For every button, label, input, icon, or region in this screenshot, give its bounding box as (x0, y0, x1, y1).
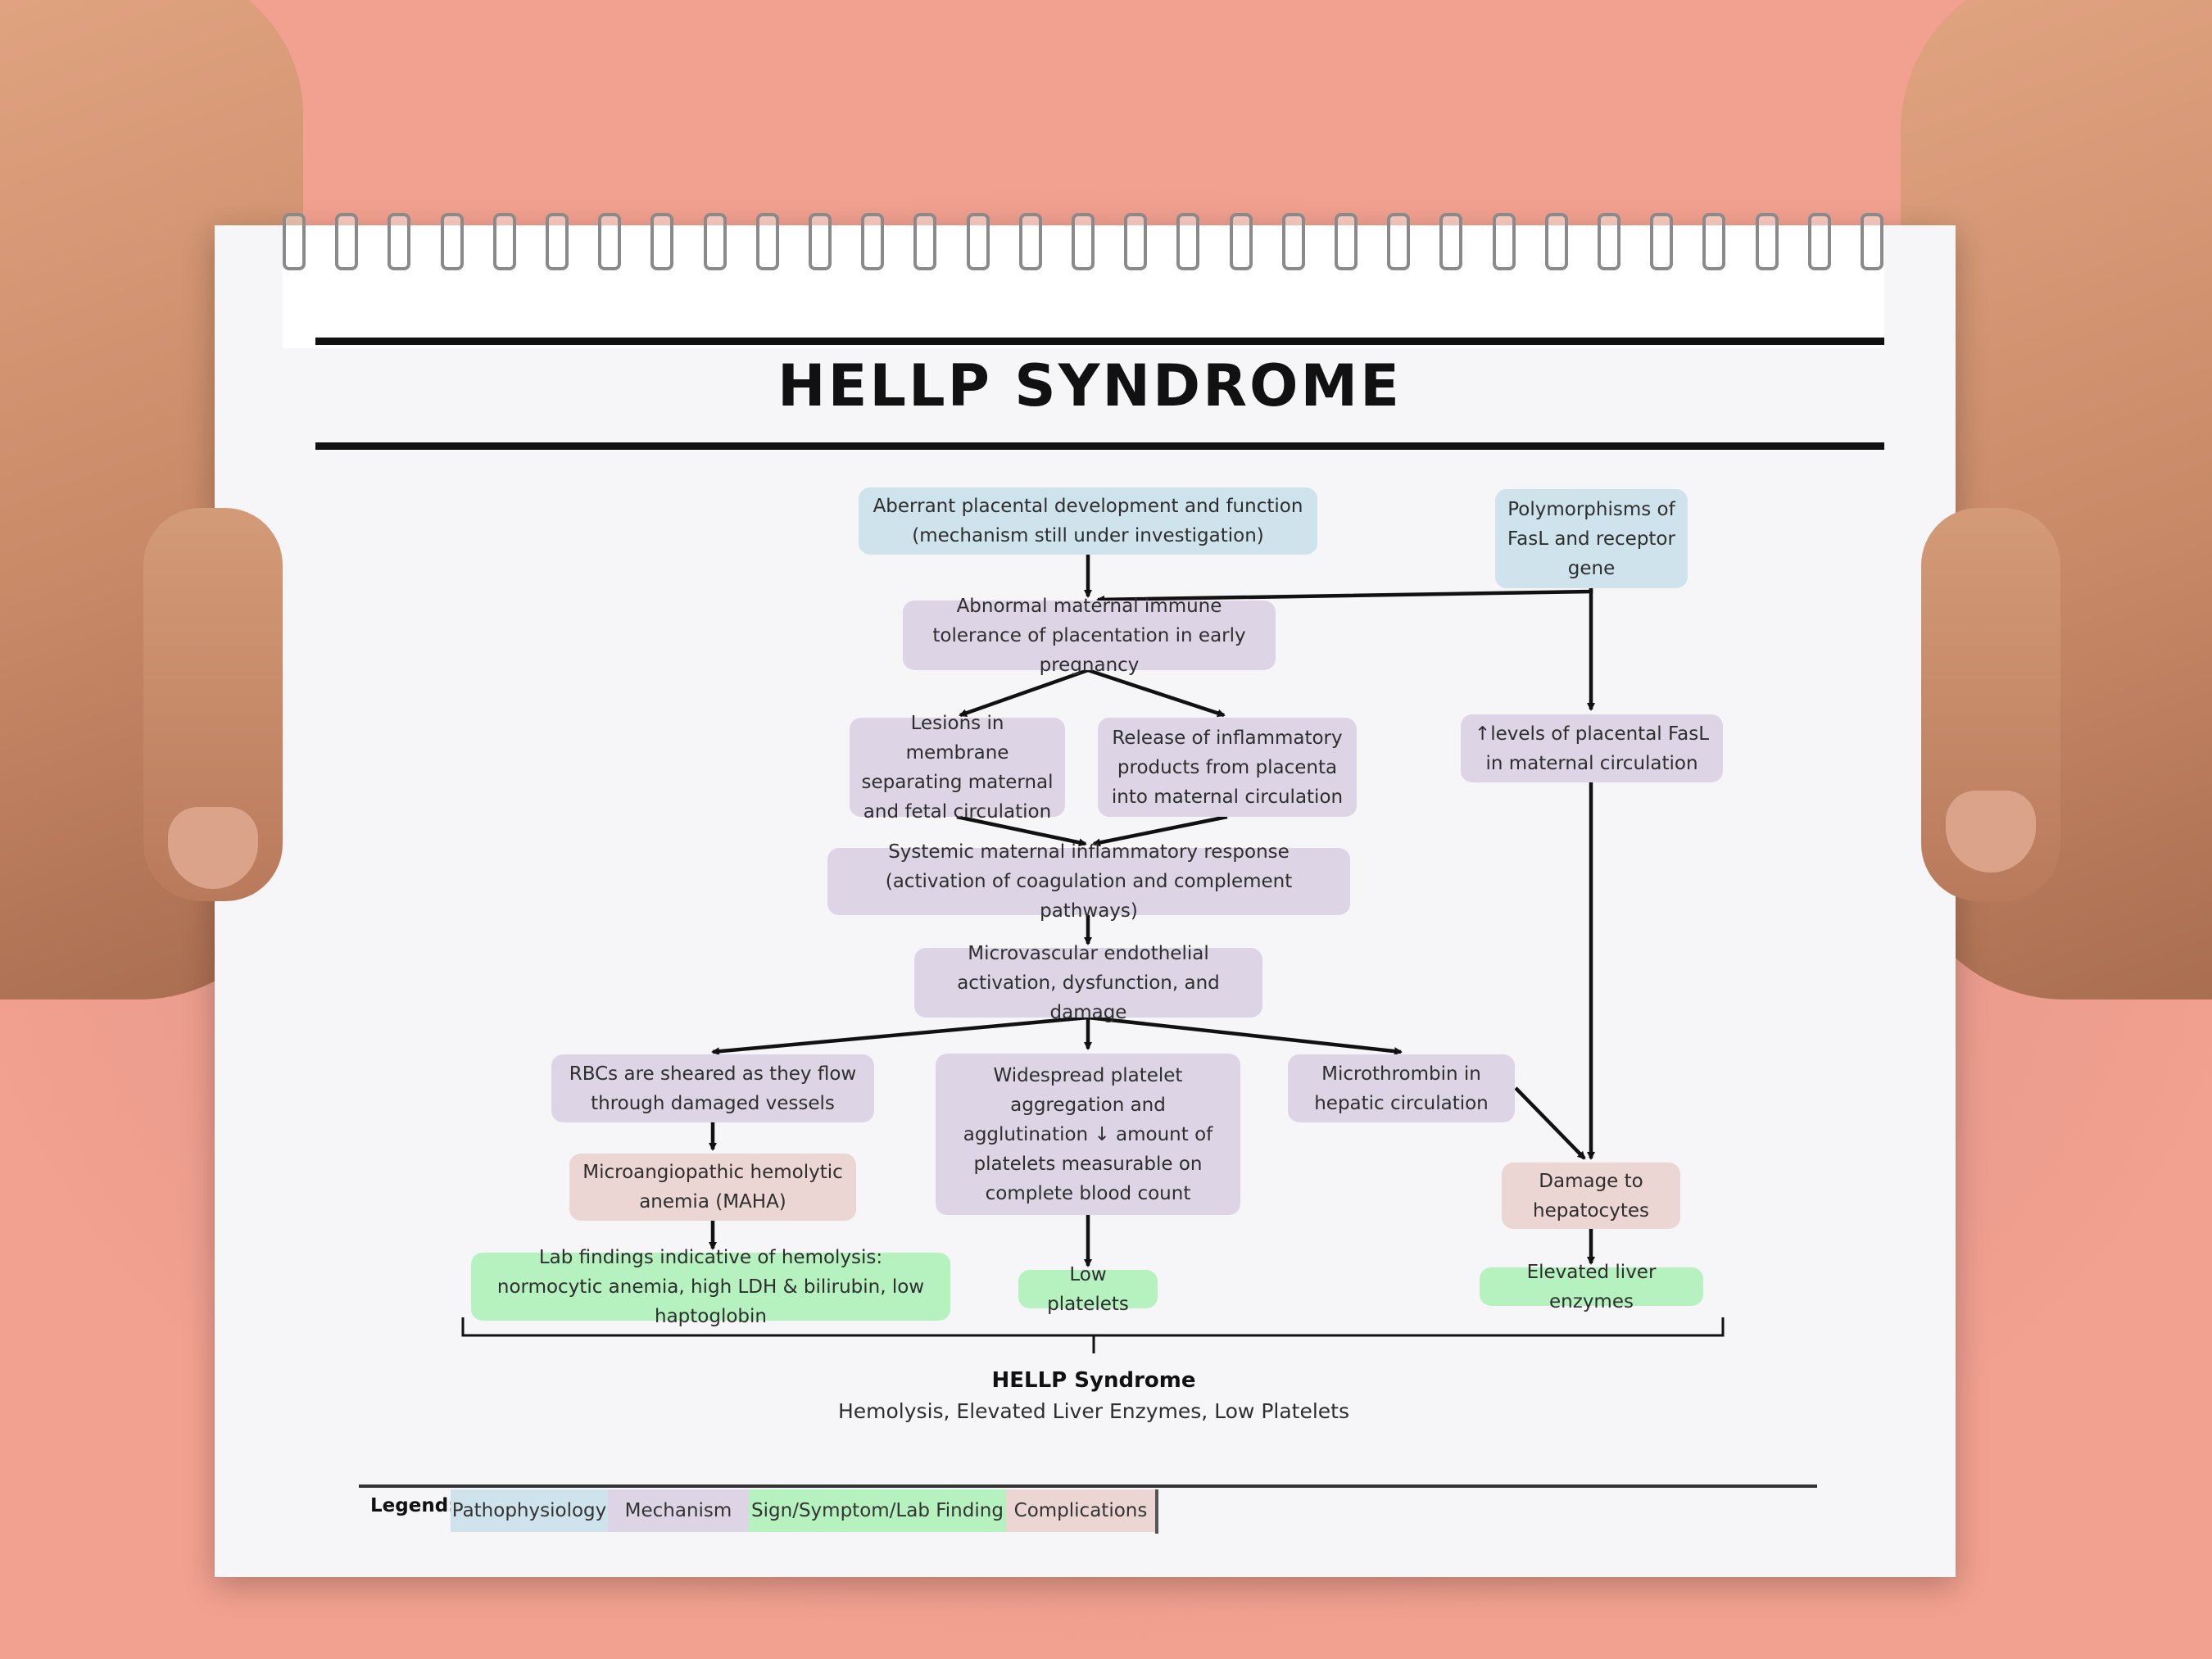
binding-ring (1387, 213, 1411, 270)
binding-ring (1229, 213, 1253, 270)
title-rule-bottom (315, 442, 1884, 450)
node-lab-findings: Lab findings indicative of hemolysis: no… (471, 1247, 950, 1327)
summary-expansion: Hemolysis, Elevated Liver Enzymes, Low P… (837, 1399, 1350, 1423)
node-microthrombin: Microthrombin in hepatic circulation (1288, 1054, 1515, 1122)
left-thumbnail (168, 807, 258, 889)
node-low-platelets: Low platelets (1018, 1264, 1158, 1315)
node-polymorphisms: Polymorphisms of FasL and receptor gene (1495, 489, 1688, 588)
binding-ring (1072, 213, 1095, 270)
node-immune: Abnormal maternal immune tolerance of pl… (903, 596, 1276, 676)
right-thumbnail (1946, 791, 2036, 873)
binding-ring (1124, 213, 1148, 270)
legend-end-mark (1155, 1489, 1158, 1534)
binding-ring (335, 213, 359, 270)
node-release: Release of inflammatory products from pl… (1098, 718, 1357, 817)
legend-sign-symptom-lab: Sign/Symptom/Lab Finding (749, 1489, 1006, 1532)
summary-label: HELLP Syndrome (991, 1368, 1196, 1393)
arrow-microthrombin-damage (1514, 1086, 1586, 1160)
arrow-microvascular-rbcs (711, 1015, 1089, 1056)
binding-ring (388, 213, 411, 270)
node-fasl-levels: ↑levels of placental FasL in maternal ci… (1461, 714, 1723, 782)
arrow-immune-lesions (959, 668, 1089, 718)
binding-ring (755, 213, 779, 270)
binding-ring (1861, 213, 1883, 270)
binding-ring (861, 213, 885, 270)
binding-ring (1281, 213, 1305, 270)
binding-ring (1650, 213, 1674, 270)
node-lesions: Lesions in membrane separating maternal … (850, 713, 1065, 823)
arrow-immune-release (1087, 668, 1226, 718)
binding-ring (1544, 213, 1568, 270)
page-title: HELLP SYNDROME (777, 352, 1402, 419)
binding-ring (1755, 213, 1779, 270)
binding-ring (1702, 213, 1726, 270)
binding-ring (1018, 213, 1042, 270)
binding-ring (1492, 213, 1516, 270)
binding-ring (703, 213, 727, 270)
legend-pathophysiology: Pathophysiology (451, 1489, 608, 1532)
node-elevated-liver: Elevated liver enzymes (1480, 1262, 1703, 1312)
legend-mechanism: Mechanism (608, 1489, 749, 1532)
binding-ring (440, 213, 464, 270)
binding-ring (650, 213, 674, 270)
binding-ring (966, 213, 990, 270)
binding-ring (546, 213, 569, 270)
binding-ring (1335, 213, 1358, 270)
binding-ring (283, 213, 306, 270)
node-aberrant: Aberrant placental development and funct… (859, 487, 1317, 555)
binding-ring (809, 213, 832, 270)
binding-ring (1176, 213, 1200, 270)
binding-ring (913, 213, 937, 270)
arrow-microvascular-microthrombin (1087, 1015, 1403, 1056)
node-systemic: Systemic maternal inflammatory response … (827, 841, 1350, 922)
node-damage: Damage to hepatocytes (1502, 1163, 1680, 1229)
node-microvascular: Microvascular endothelial activation, dy… (914, 943, 1262, 1023)
binding-ring (1807, 213, 1831, 270)
legend-title: Legend: (370, 1495, 456, 1516)
arrow-release-systemic (1092, 814, 1228, 847)
node-rbcs: RBCs are sheared as they flow through da… (551, 1054, 874, 1122)
legend-complications: Complications (1006, 1489, 1155, 1532)
legend-divider (359, 1484, 1817, 1488)
binding-ring (1439, 213, 1463, 270)
binding-ring (492, 213, 516, 270)
node-maha: Microangiopathic hemolytic anemia (MAHA) (569, 1154, 856, 1221)
node-platelet-aggregation: Widespread platelet aggregation and aggl… (936, 1054, 1240, 1215)
title-rule-top (315, 338, 1884, 345)
binding-ring (598, 213, 622, 270)
arrow-lesions-systemic (956, 814, 1087, 847)
spiral-binding (283, 213, 1888, 287)
binding-ring (1598, 213, 1620, 270)
